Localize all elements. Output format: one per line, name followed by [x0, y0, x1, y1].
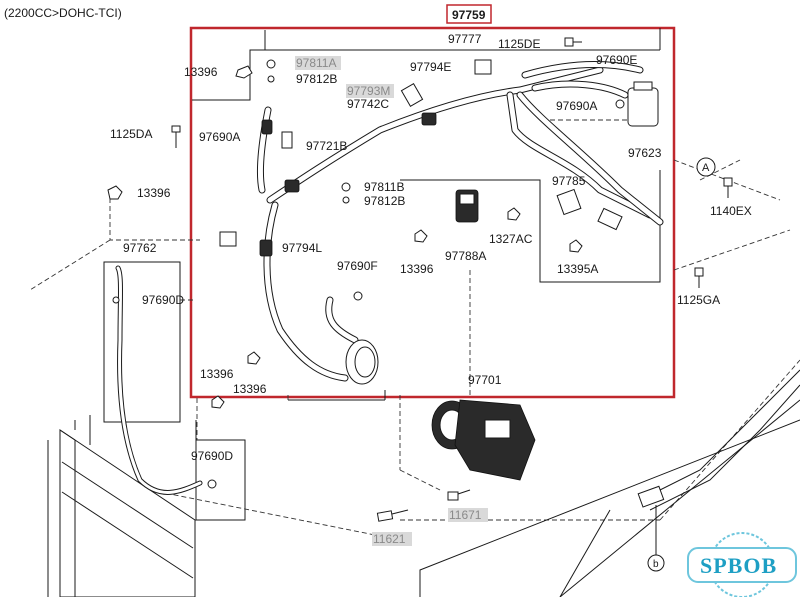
label-97785[interactable]: 97785: [552, 174, 586, 188]
leader-lines: [29, 28, 800, 541]
label-97690D-bot[interactable]: 97690D: [191, 449, 233, 463]
label-97777[interactable]: 97777: [448, 32, 482, 46]
label-13396-left[interactable]: 13396: [137, 186, 171, 200]
label-97794E[interactable]: 97794E: [410, 60, 451, 74]
label-97690D-top[interactable]: 97690D: [142, 293, 184, 307]
assembly-frame: [189, 26, 676, 399]
condenser: [47, 415, 196, 597]
clamp-icon: [259, 112, 437, 257]
part-labels: 97777 1125DE 13396 97811A 97812B 97794E …: [110, 32, 752, 546]
label-97701[interactable]: 97701: [468, 373, 502, 387]
label-13395A[interactable]: 13395A: [557, 262, 598, 276]
label-97812B-mid[interactable]: 97812B: [364, 194, 405, 208]
label-97690E[interactable]: 97690E: [596, 53, 637, 67]
label-1125GA[interactable]: 1125GA: [677, 293, 720, 307]
label-1327AC[interactable]: 1327AC: [489, 232, 533, 246]
assembly-number-box: [446, 4, 492, 24]
callout-b-label: b: [653, 559, 659, 570]
label-97811B[interactable]: 97811B: [364, 180, 404, 194]
label-97690A-left[interactable]: 97690A: [199, 130, 240, 144]
label-13396-tl[interactable]: 13396: [184, 65, 218, 79]
label-97788A[interactable]: 97788A: [445, 249, 486, 263]
label-97793M[interactable]: 97793M: [347, 84, 390, 98]
label-13396-b2[interactable]: 13396: [233, 382, 267, 396]
label-97762[interactable]: 97762: [123, 241, 157, 255]
engine-spec-text: (2200CC>DOHC-TCI): [4, 6, 122, 20]
body-rails: [419, 369, 800, 597]
pressure-switch-icon[interactable]: [455, 189, 479, 223]
label-97623[interactable]: 97623: [628, 146, 662, 160]
watermark: SPBOB: [687, 532, 797, 597]
label-13396-mid[interactable]: 13396: [400, 262, 434, 276]
o-ring-icon[interactable]: [112, 59, 625, 489]
label-13396-b1[interactable]: 13396: [200, 367, 234, 381]
label-11621[interactable]: 11621: [373, 532, 406, 546]
bracket-icon: [219, 59, 623, 247]
label-1140EX[interactable]: 1140EX: [710, 204, 752, 218]
label-97794L[interactable]: 97794L: [282, 241, 322, 255]
label-97721B[interactable]: 97721B: [306, 139, 347, 153]
label-97811A[interactable]: 97811A: [296, 56, 336, 70]
nut-icon[interactable]: [107, 65, 583, 409]
receiver-drier[interactable]: [627, 81, 659, 127]
callout-a-label: A: [702, 162, 710, 174]
label-97690F[interactable]: 97690F: [337, 259, 378, 273]
watermark-text: SPBOB: [700, 553, 777, 578]
assembly-number[interactable]: 97759: [452, 8, 486, 22]
label-97812B-top[interactable]: 97812B: [296, 72, 337, 86]
label-97690A-right[interactable]: 97690A: [556, 99, 597, 113]
label-11671[interactable]: 11671: [449, 508, 482, 522]
hoses: [115, 61, 664, 495]
bolt-icon[interactable]: [171, 37, 733, 522]
label-1125DE[interactable]: 1125DE: [498, 37, 540, 51]
label-97742C[interactable]: 97742C: [347, 97, 389, 111]
label-1125DA[interactable]: 1125DA: [110, 127, 152, 141]
compressor-icon[interactable]: [431, 399, 536, 481]
muffler-clamp: [345, 339, 379, 385]
